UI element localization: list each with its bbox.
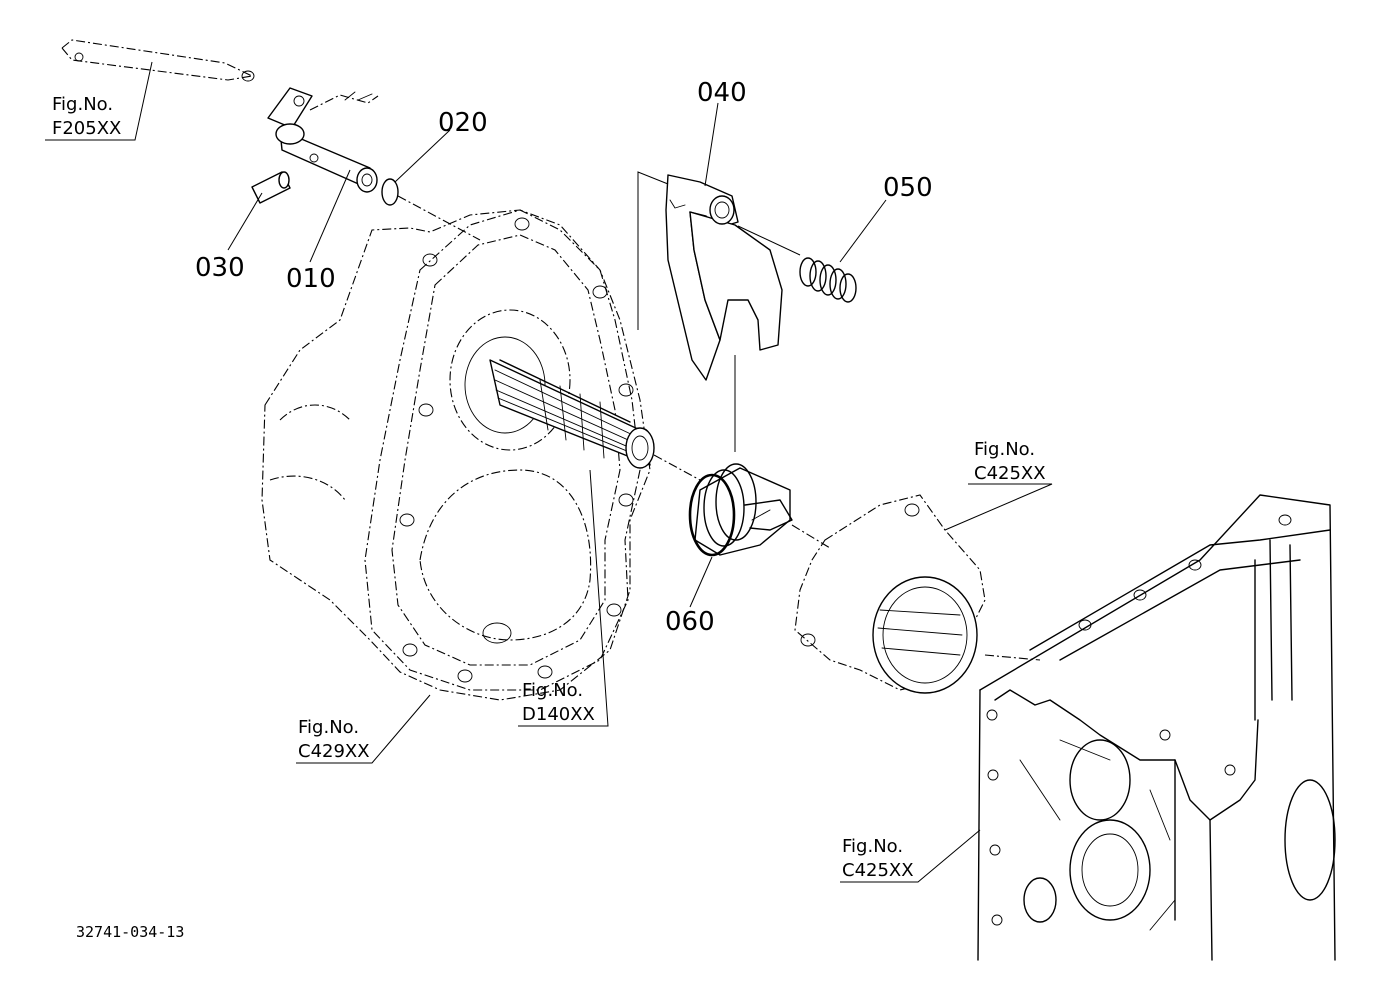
part-label-030: 030: [195, 253, 245, 283]
svg-text:Fig.No.: Fig.No.: [522, 680, 583, 701]
figure-references: Fig.No. F205XX Fig.No. C425XX Fig.No. D1…: [52, 94, 1046, 881]
part-labels: 020 030 010 040 050 060: [195, 78, 933, 637]
svg-text:C425XX: C425XX: [974, 463, 1046, 484]
spring-050-drawing: [737, 225, 857, 303]
transmission-case-drawing: [977, 494, 1336, 961]
svg-text:Fig.No.: Fig.No.: [52, 94, 113, 115]
part-label-040: 040: [697, 78, 747, 108]
figure-ref-d140xx: Fig.No. D140XX: [522, 680, 595, 725]
drawing-id: 32741-034-13: [76, 923, 184, 941]
coupling-060-drawing: [688, 463, 831, 557]
svg-text:Fig.No.: Fig.No.: [974, 439, 1035, 460]
svg-text:C429XX: C429XX: [298, 741, 370, 762]
svg-text:D140XX: D140XX: [522, 704, 595, 725]
figure-ref-c429xx: Fig.No. C429XX: [298, 717, 370, 762]
svg-text:F205XX: F205XX: [52, 118, 121, 139]
figure-ref-f205xx: Fig.No. F205XX: [52, 94, 121, 139]
svg-text:Fig.No.: Fig.No.: [298, 717, 359, 738]
shaft-010-drawing: [267, 87, 379, 193]
shift-rod-drawing: [61, 39, 255, 82]
splined-shaft-drawing: [489, 359, 701, 481]
part-label-020: 020: [438, 108, 488, 138]
pin-030-drawing: [251, 171, 291, 204]
case-cover-drawing: [261, 209, 651, 701]
part-label-060: 060: [665, 607, 715, 637]
svg-text:C425XX: C425XX: [842, 860, 914, 881]
o-ring-020-drawing: [381, 178, 481, 241]
part-label-010: 010: [286, 264, 336, 294]
figure-ref-c425xx-lower: Fig.No. C425XX: [842, 836, 914, 881]
leader-lines: [45, 61, 1053, 883]
shift-fork-040-drawing: [637, 171, 783, 452]
svg-text:Fig.No.: Fig.No.: [842, 836, 903, 857]
figure-ref-c425xx-upper: Fig.No. C425XX: [974, 439, 1046, 484]
part-label-050: 050: [883, 173, 933, 203]
bearing-housing-drawing: [794, 494, 986, 694]
